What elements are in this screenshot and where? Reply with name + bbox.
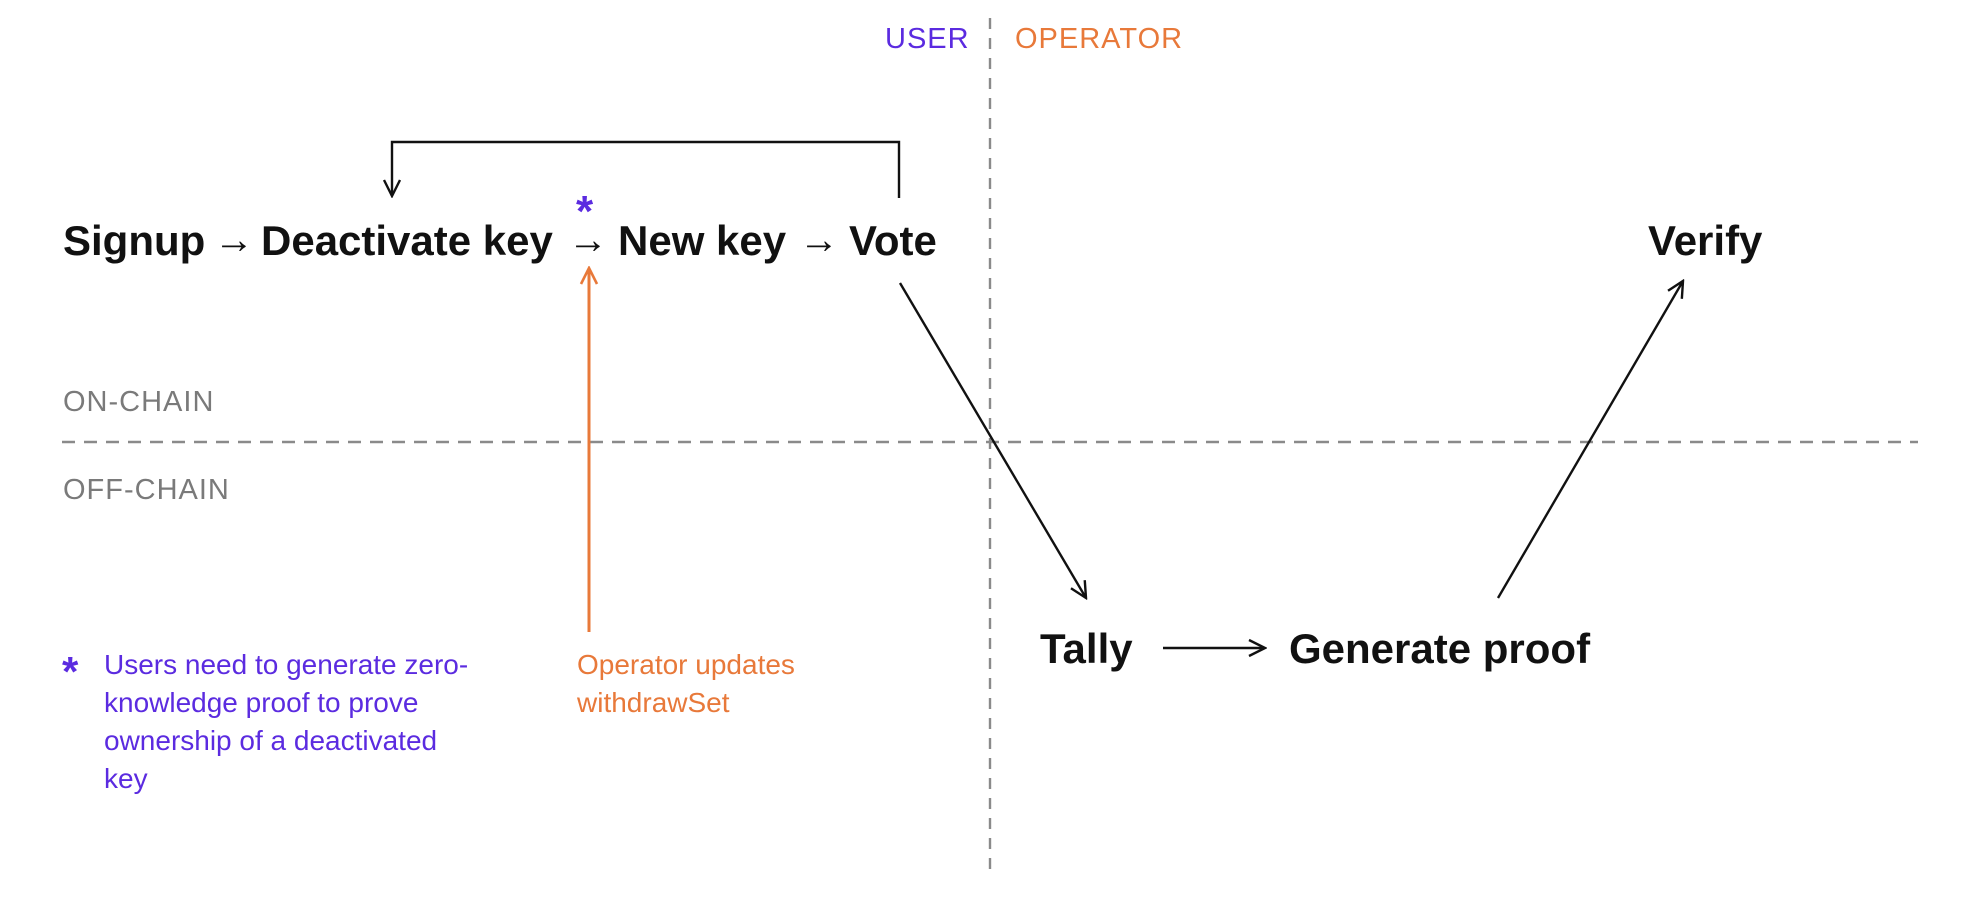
lane-label-operator: OPERATOR (1015, 23, 1184, 55)
step-signup: Signup (63, 217, 206, 264)
new-key-to-vote-arrow: → (799, 218, 839, 262)
deactivate-to-new-key-arrow: → (568, 218, 608, 262)
proof-to-verify-arrow (1496, 281, 1683, 599)
note-asterisk: * (62, 648, 79, 695)
vote-to-deactivate-loop-arrow (392, 140, 901, 198)
step-generate-proof: Generate proof (1289, 625, 1591, 672)
layer-label-off-chain: OFF-CHAIN (63, 474, 230, 506)
vote-to-tally-arrow (898, 282, 1086, 598)
step-verify: Verify (1648, 217, 1763, 264)
operator-withdrawset-note-line2: withdrawSet (577, 687, 730, 718)
user-zk-proof-note: Users need to generate zero-knowledge pr… (104, 649, 469, 794)
signup-to-deactivate-arrow: → (214, 218, 254, 262)
lane-label-user: USER (885, 23, 970, 55)
layer-label-on-chain: ON-CHAIN (63, 386, 215, 418)
step-new-key: New key (618, 217, 787, 264)
step-tally: Tally (1040, 625, 1133, 672)
operator-withdrawset-note-line1: Operator updates (577, 649, 795, 680)
step-deactivate-key: Deactivate key (261, 217, 553, 264)
step-vote: Vote (849, 217, 937, 264)
zk-proof-asterisk: * (576, 187, 594, 236)
